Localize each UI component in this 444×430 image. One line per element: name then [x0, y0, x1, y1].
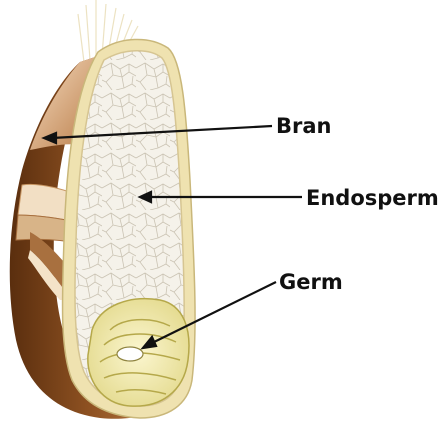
endosperm-arrowhead: [137, 190, 153, 204]
germ-embryo: [87, 298, 190, 407]
germ-leader-line: [149, 281, 277, 345]
bran-label: Bran: [276, 114, 331, 138]
bran-leader-line: [51, 124, 273, 140]
leader-lines: [41, 124, 302, 350]
bran-arrowhead: [41, 131, 58, 145]
germ-label: Germ: [279, 270, 343, 294]
germ-arrowhead: [140, 334, 158, 350]
endosperm-label: Endosperm: [306, 186, 439, 210]
bran-outer-coat: [9, 56, 190, 419]
